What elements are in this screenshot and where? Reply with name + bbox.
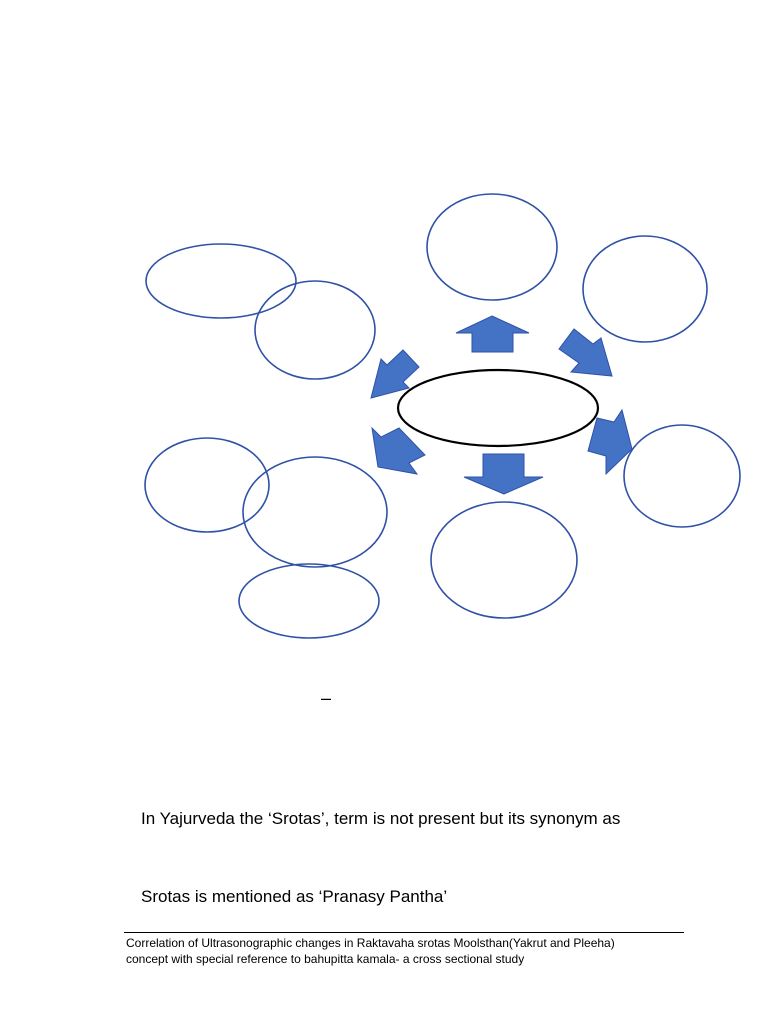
dash-mark: – [321,688,332,708]
empty-ellipse-top-right [582,235,708,343]
empty-ellipse-lower-middle [242,456,388,568]
footer-divider [124,932,684,933]
arrow-up-right-icon [558,328,613,377]
arrow-right-icon [587,408,633,476]
arrow-up-left-icon [370,349,420,399]
arrow-up-icon [455,315,530,353]
empty-ellipse-left-lower [144,437,270,533]
body-text-line-2: Srotas is mentioned as ‘Pranasy Pantha’ [141,887,448,906]
footer-line-1: Correlation of Ultrasonographic changes … [126,936,615,950]
empty-ellipse-bottom-left [238,563,380,639]
arrow-down-icon [463,453,544,495]
srotas-diagram [144,193,741,639]
empty-ellipse-bottom [430,501,578,619]
footer-line-2: concept with special reference to bahupi… [126,952,525,966]
empty-ellipse-top-left [145,243,297,319]
body-text-line-1: In Yajurveda the ‘Srotas’, term is not p… [141,809,621,828]
empty-ellipse-left-upper [254,280,376,380]
center-ellipse [396,368,600,448]
page-footer: Correlation of Ultrasonographic changes … [126,935,686,967]
empty-ellipse-top [426,193,558,301]
empty-ellipse-right [623,424,741,528]
arrow-down-left-icon [371,426,426,475]
